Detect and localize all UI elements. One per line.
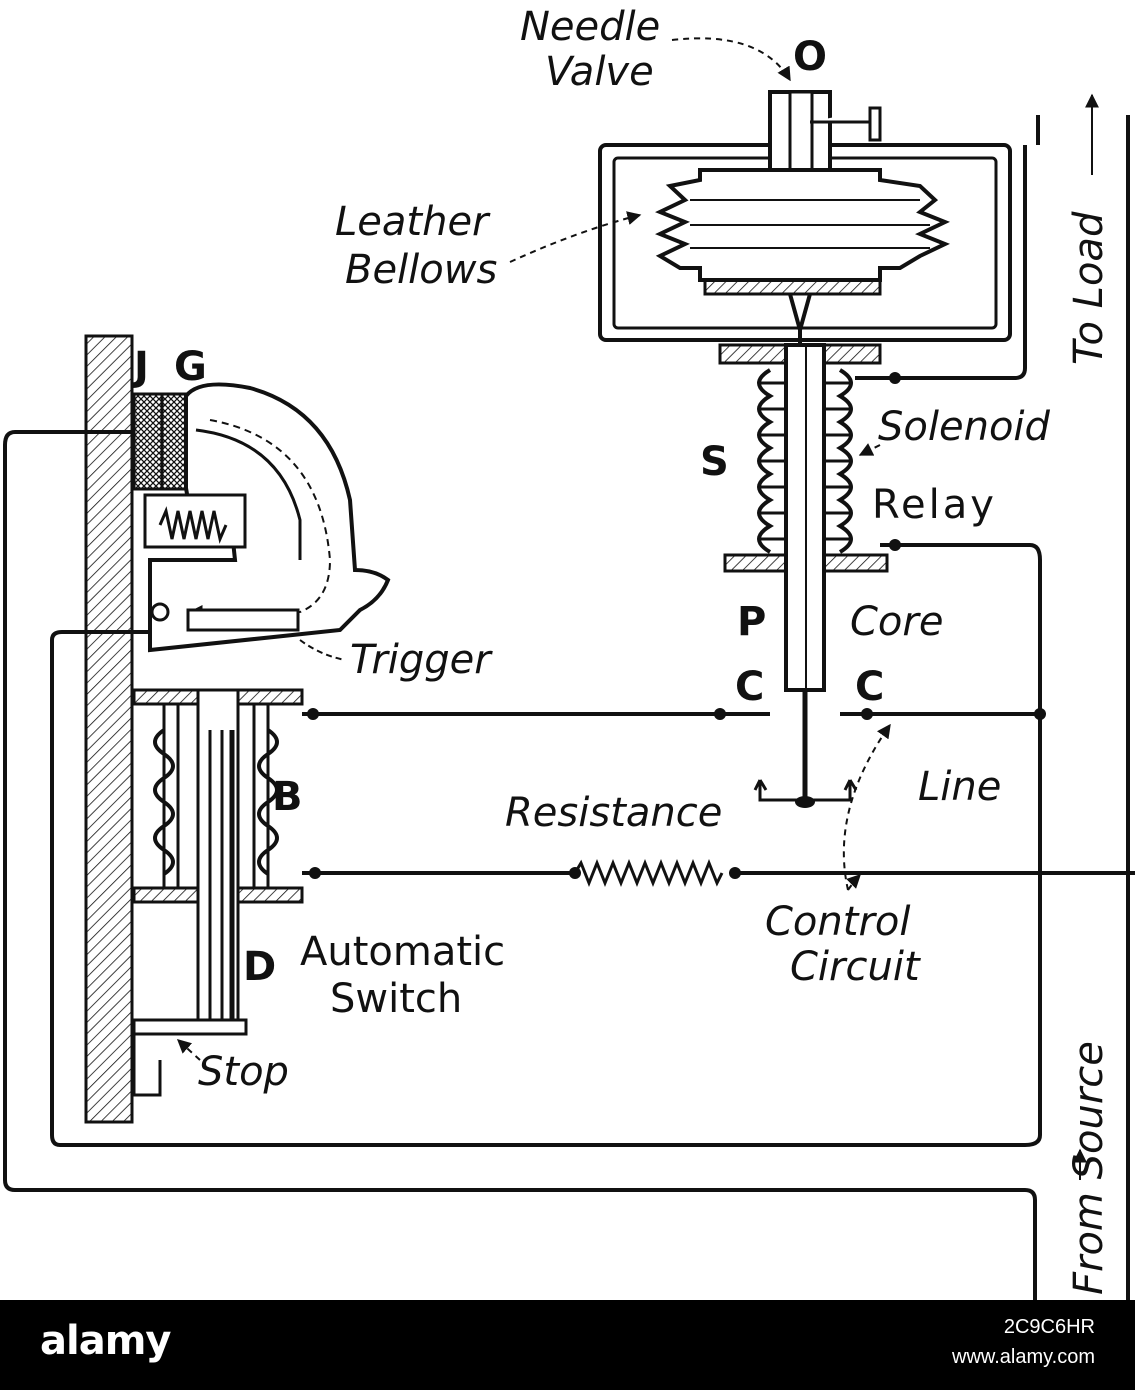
label-o: O (793, 34, 827, 80)
trigger-spring (158, 506, 228, 544)
label-d: D (243, 944, 276, 990)
resistance-coil (573, 858, 724, 888)
arm-inner-curve (195, 428, 302, 560)
core-label: Core (850, 599, 943, 645)
label-p: P (737, 599, 766, 645)
automatic-switch-diagram: Needle Valve O Leather Bellows J G Solen… (3, 4, 1135, 1300)
solenoid-label: Solenoid (878, 404, 1051, 450)
relay-label: Relay (872, 482, 997, 528)
leather-bellows-label-2: Bellows (345, 247, 497, 293)
stop-label: Stop (198, 1049, 289, 1095)
arm-path-arrow (188, 419, 332, 619)
needle-valve-label-2: Valve (545, 49, 654, 95)
coil-frame-right (252, 702, 270, 890)
trigger-pivot (150, 602, 170, 622)
image-id: 2C9C6HR (1003, 1316, 1095, 1338)
watermark-footer: alamy 2C9C6HR www.alamy.com (0, 1300, 1135, 1390)
label-b: B (272, 774, 303, 820)
junction-dots (307, 372, 1046, 879)
automatic-switch-label-2: Switch (330, 976, 462, 1022)
needle-valve-label: Needle (520, 4, 660, 50)
contact-block-j (132, 392, 164, 491)
label-c-right: C (855, 664, 884, 710)
solenoid-windings (757, 368, 853, 554)
label-c-left: C (735, 664, 764, 710)
control-circuit-label: Control (765, 899, 910, 945)
wall-board (84, 334, 134, 1124)
valve-stem (788, 90, 814, 174)
to-load-label: To Load (1066, 211, 1112, 365)
needle-screw (810, 106, 882, 142)
leather-bellows-label: Leather (335, 199, 491, 245)
label-g: G (174, 344, 207, 390)
bellows-link (788, 293, 812, 345)
line-label: Line (918, 764, 1001, 810)
trigger-bar (186, 608, 300, 632)
coil-frame-left (162, 702, 180, 890)
site-url: www.alamy.com (952, 1346, 1095, 1368)
resistance-label: Resistance (505, 790, 722, 836)
control-circuit-label-2: Circuit (790, 944, 921, 990)
stop-plate (132, 1018, 248, 1036)
label-s: S (700, 439, 729, 485)
leader-arrows (176, 37, 891, 1061)
stop-bracket (132, 1034, 162, 1097)
automatic-switch-label: Automatic (300, 929, 505, 975)
contact-block-g (160, 392, 188, 491)
coil-b-windings (153, 728, 279, 876)
bellows-base-plate (703, 278, 882, 296)
label-j: J (131, 344, 149, 390)
circuit-wiring (3, 115, 1135, 1300)
trigger-label: Trigger (350, 637, 493, 683)
alamy-logo: alamy (40, 1318, 171, 1364)
switch-arm (148, 382, 391, 653)
trigger-leader (299, 639, 346, 661)
from-source-label: From Source (1066, 1041, 1112, 1295)
